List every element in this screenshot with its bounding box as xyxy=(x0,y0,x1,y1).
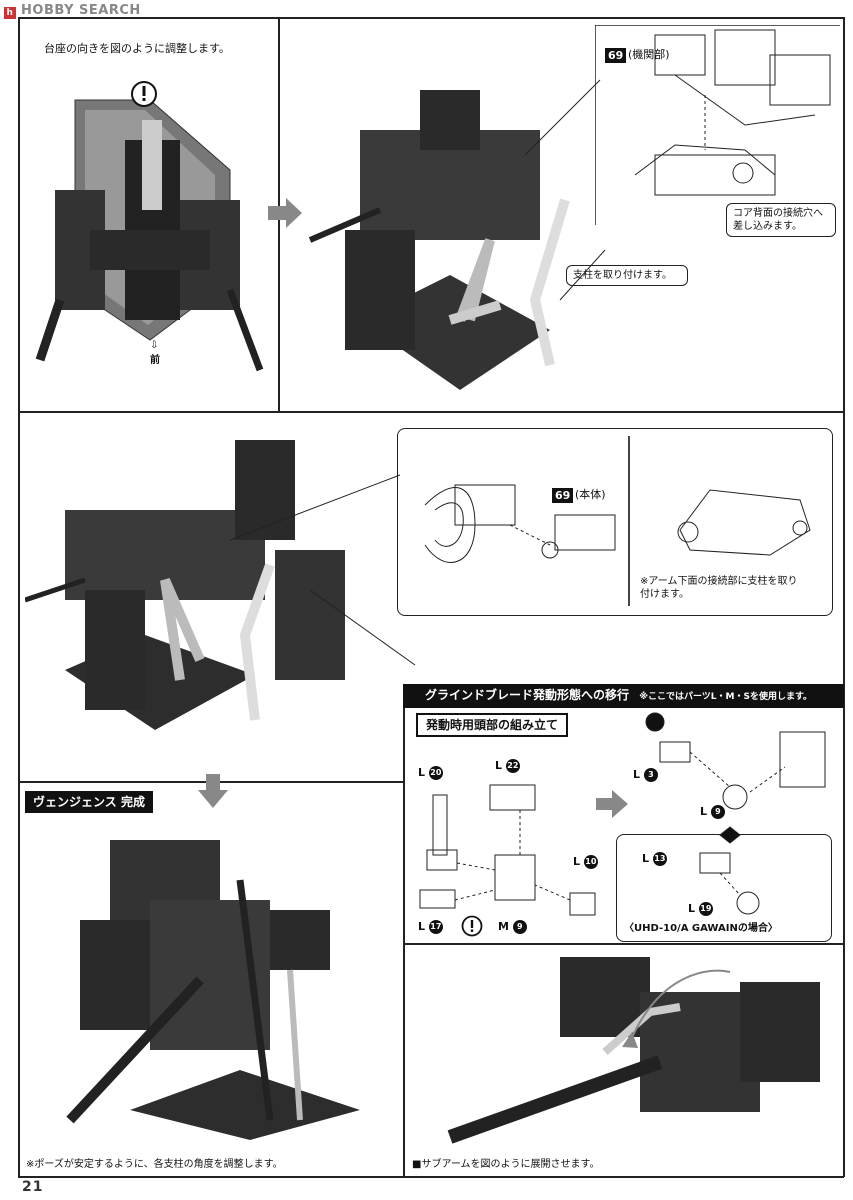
leader-lines-middle xyxy=(229,474,416,666)
callout-core-socket: コア背面の接続穴へ 差し込みます。 xyxy=(726,203,836,237)
note-arm-pillar: ※アーム下面の接続部に支柱を取り 付けます。 xyxy=(640,576,798,600)
part-l19-label: L 19 xyxy=(688,902,713,916)
frame-bottom xyxy=(18,1176,844,1178)
front-arrow-icon: ⇩ xyxy=(150,340,159,351)
complete-title: ヴェンジェンス 完成 xyxy=(25,791,153,813)
photo-complete-robot xyxy=(66,840,360,1140)
frame-right xyxy=(843,17,845,1177)
photo-subarm xyxy=(447,957,820,1144)
arrow-right-icon xyxy=(268,198,302,228)
watermark-logo-icon: h xyxy=(4,7,16,19)
subarm-note: ■サブアームを図のように展開させます。 xyxy=(412,1159,600,1170)
part-l10-label: L 10 xyxy=(573,855,598,869)
diagram-arm-connect xyxy=(424,484,616,563)
part-m9-label: M 9 xyxy=(498,920,527,934)
transition-title-bar: グラインドブレード発動形態への移行 ※ここではパーツL・M・Sを使用します。 xyxy=(403,684,844,708)
watermark-text: HOBBY SEARCH xyxy=(21,3,141,18)
transition-title: グラインドブレード発動形態への移行 xyxy=(425,688,630,702)
inset-arm-detail xyxy=(397,428,833,616)
photo-robot-base-top xyxy=(35,99,264,372)
diagram-arm-underside xyxy=(677,489,811,556)
callout-pillar: 支柱を取り付けます。 xyxy=(566,265,688,286)
warning-icon xyxy=(131,81,157,107)
divider-row3 xyxy=(403,943,844,945)
diagram-core-engine xyxy=(595,25,840,225)
part-l20-label: L 20 xyxy=(418,766,443,780)
complete-note: ※ポーズが安定するように、各支柱の角度を調整します。 xyxy=(26,1159,283,1170)
part-l22-label: L 22 xyxy=(495,759,520,773)
photo-robot-side xyxy=(25,440,345,730)
inset-divider xyxy=(628,436,630,606)
diagram-gawain-head xyxy=(699,826,760,915)
part-l17-label: L 17 xyxy=(418,920,443,934)
arrow-down-icon xyxy=(198,774,228,808)
photo-robot-pillar xyxy=(308,90,570,390)
leader-lines-top xyxy=(524,79,606,301)
transition-note: ※ここではパーツL・M・Sを使用します。 xyxy=(639,692,813,702)
gawain-caption: 〈UHD-10/A GAWAINの場合〉 xyxy=(624,923,778,934)
diagram-head-assembly xyxy=(419,784,596,916)
diagram-head-mount xyxy=(645,712,826,810)
arrow-right-icon-2 xyxy=(596,790,628,818)
base-orientation-instruction: 台座の向きを図のように調整します。 xyxy=(44,42,230,55)
watermark: h HOBBY SEARCH xyxy=(4,3,141,19)
divider-top xyxy=(18,17,844,19)
divider-row1 xyxy=(18,411,844,413)
front-label: 前 xyxy=(150,355,160,366)
part-l3-label: L 3 xyxy=(633,768,658,782)
divider-col-bottom xyxy=(403,697,405,1177)
part-l13-label: L 13 xyxy=(642,852,667,866)
part-69-label-engine: (機関部) xyxy=(628,48,670,61)
part-69-badge-body: 69 xyxy=(552,488,574,503)
head-assembly-title: 発動時用頭部の組み立て xyxy=(416,713,569,737)
part-69-badge: 69 xyxy=(605,48,627,63)
page-number: 21 xyxy=(22,1179,44,1195)
warning-icon-head xyxy=(461,915,483,937)
part-69-label-body: (本体) xyxy=(575,488,606,501)
frame-left xyxy=(18,17,20,1177)
part-l9-label: L 9 xyxy=(700,805,725,819)
